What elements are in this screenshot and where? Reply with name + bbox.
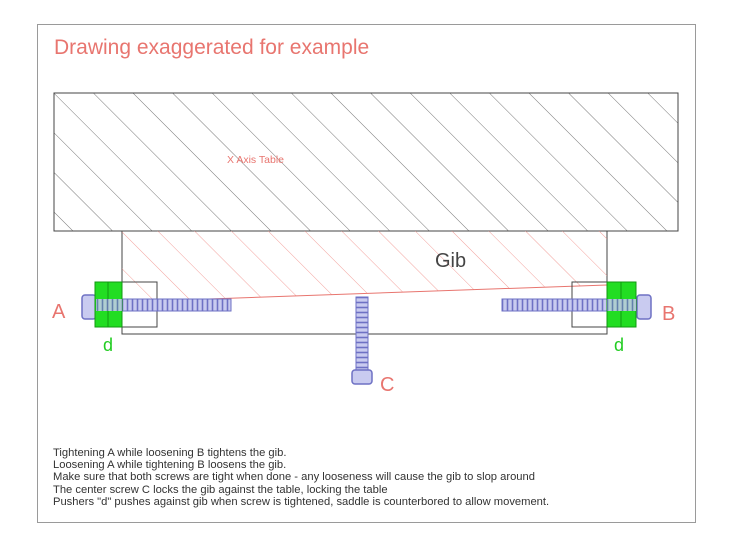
screw-a	[81, 294, 232, 320]
table-label: X Axis Table	[227, 154, 284, 166]
note-line: Tightening A while loosening B tightens …	[53, 447, 287, 459]
note-line: Loosening A while tightening B loosens t…	[53, 459, 287, 472]
page-title: Drawing exaggerated for example	[54, 36, 370, 59]
note-line: Make sure that both screws are tight whe…	[53, 471, 535, 484]
pusher-right-label: d	[614, 335, 624, 355]
x-axis-table	[53, 92, 679, 232]
screw-c-label: C	[380, 374, 394, 396]
pusher-left-label: d	[103, 335, 113, 355]
note-line: Pushers "d" pushes against gib when scre…	[53, 495, 550, 508]
note-line: The center screw C locks the gib against…	[53, 483, 388, 496]
screw-b	[501, 294, 652, 320]
screw-a-label: A	[52, 301, 66, 323]
screw-c	[351, 296, 373, 385]
instruction-notes: Tightening A while loosening B tightens …	[53, 447, 549, 508]
pusher-right	[606, 281, 637, 328]
gib-label: Gib	[435, 250, 466, 272]
gib	[122, 231, 607, 302]
screw-b-label: B	[662, 303, 675, 325]
pusher-left	[94, 281, 123, 328]
